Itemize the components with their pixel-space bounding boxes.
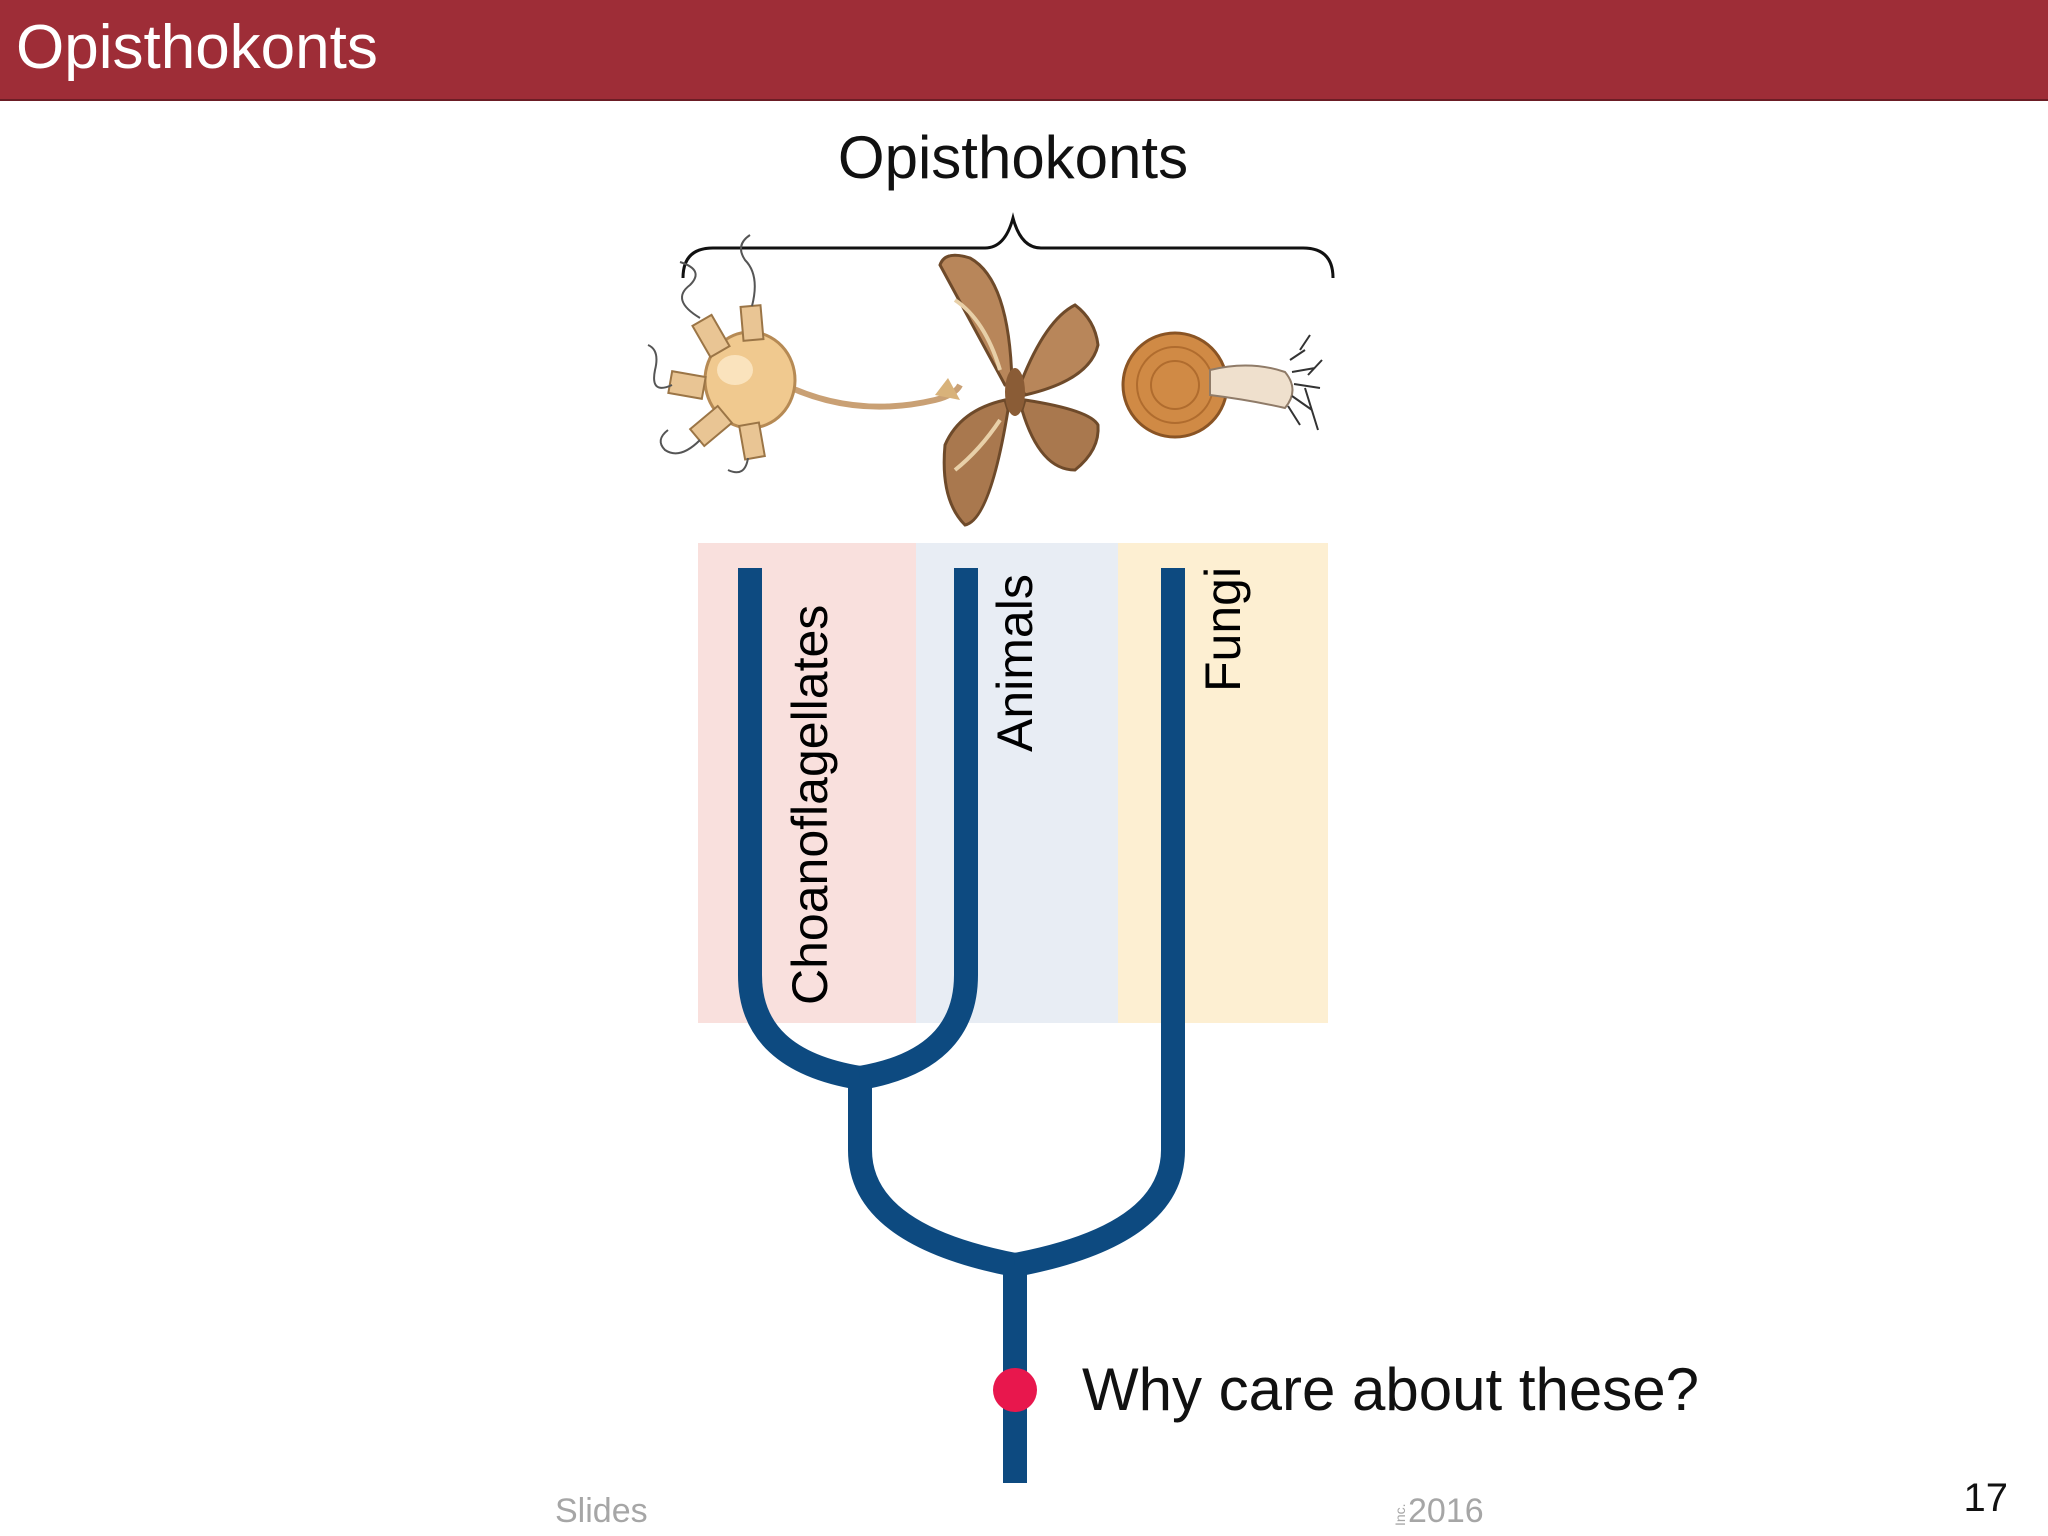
branch-choanoflagellates: [738, 568, 863, 1090]
branch-fungi: [1012, 568, 1185, 1277]
clade-label-fungi: Fungi: [1195, 567, 1251, 692]
page-number: 17: [1963, 1476, 2009, 1520]
branch-animals: [857, 568, 978, 1090]
band-fungi: [1118, 543, 1328, 1023]
footer-small-text: Inc.: [1392, 1503, 1408, 1526]
group-brace: [681, 212, 1335, 279]
phylogenetic-tree: [738, 568, 1185, 1483]
band-choanoflagellates: [698, 543, 916, 1023]
band-animals: [916, 543, 1118, 1023]
moth-illustration: [938, 253, 1100, 527]
clade-label-animals: Animals: [987, 574, 1043, 752]
question-text: Why care about these?: [1082, 1356, 1699, 1423]
choanoflagellate-illustration: [647, 234, 963, 474]
footer-right-text: 2016: [1408, 1492, 1484, 1530]
group-label: Opisthokonts: [838, 124, 1188, 191]
ancestor-marker: [993, 1368, 1037, 1412]
slide-title: Opisthokonts: [16, 13, 378, 82]
footer-left-text: Slides: [555, 1492, 648, 1530]
mushroom-illustration: [1121, 331, 1323, 439]
title-bar: Opisthokonts: [0, 0, 2048, 101]
clade-label-choanoflagellates: Choanoflagellates: [782, 605, 838, 1005]
branch-choano-animal-stem: [848, 1078, 1018, 1277]
